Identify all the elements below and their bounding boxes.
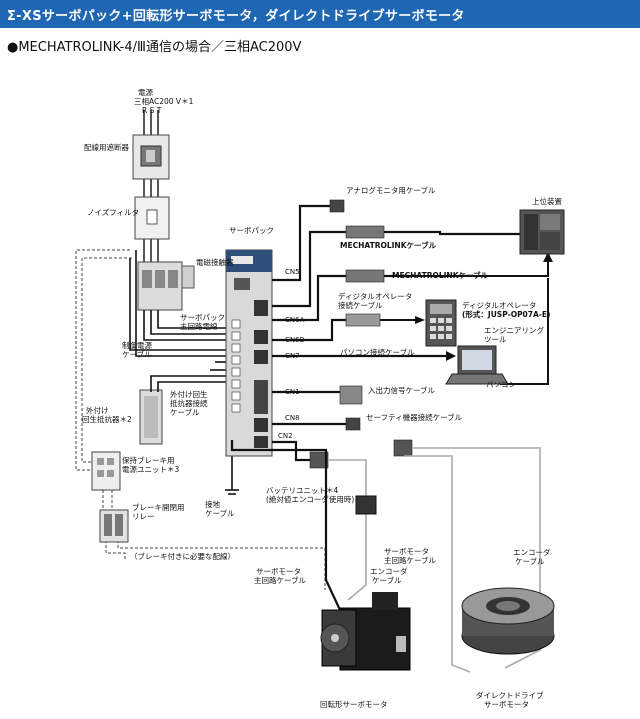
noise-filter-label: ノイズフィルタ [87,208,140,217]
connectors [309,199,413,469]
brake-power-unit [91,451,121,491]
page-subtitle: ●MECHATROLINK-4/Ⅲ通信の場合／三相AC200V [7,40,302,55]
ext-resistor-label-2: 回生抵抗器＊2 [82,415,132,424]
ext-resistor-cable-label-1: 外付け回生 [170,390,208,399]
direct-drive-motor [461,587,555,655]
main-cable-label-1: サーボパック [180,313,225,322]
servo-main-cable-label-2: 主回路ケーブル [254,576,307,585]
breaker [132,134,170,180]
port-cn1: CN1 [285,388,300,396]
port-cn6a: CN6A [285,316,305,324]
brake-note-label: （ブレーキ付きに必要な配線） [130,552,235,561]
digital-op-cable-label-2: 接続ケーブル [338,301,383,310]
mechatrolink-cable-label-1: MECHATROLINKケーブル [340,241,437,250]
motor-cables [328,447,541,673]
rotary-servo-motor [320,592,411,671]
brake-power-label-1: 保持ブレーキ用 [122,456,175,465]
rotary-motor-label: 回転形サーボモータ [320,700,388,709]
signal-cables [272,204,520,462]
ext-resistor-cable-label-2: 抵抗器接続 [170,399,208,408]
port-cn6b: CN6B [285,336,305,344]
servopack-power-cables [129,250,226,392]
main-circuit-cable [230,440,341,611]
encoder-cable-label-2: ケーブル [372,576,402,585]
digital-op-label-1: ディジタルオペレータ [462,301,537,310]
dd-motor-label-2: サーボモータ [484,700,529,709]
main-cable-label-2: 主回路電線 [180,322,218,331]
digital-operator [425,299,457,347]
dd-encoder-cable-label-2: ケーブル [515,557,545,566]
rst-label: R S T [142,106,162,115]
title-bar: Σ-XSサーボパック+回転形サーボモータ，ダイレクトドライブサーボモータ [0,0,640,28]
brake-relay-label-1: ブレーキ開閉用 [132,503,185,512]
power-label: 電源 [138,88,153,97]
ext-resistor-label-1: 外付け [86,406,109,415]
brake-relay [99,509,129,543]
ground-label-2: ケーブル [205,509,235,518]
safety-cable-label: セーフティ機器接続ケーブル [366,413,463,422]
battery-label-1: バッテリユニット＊4 [266,486,339,495]
brake-relay-label-2: リレー [132,512,155,521]
encoder-cable-label-1: エンコーダ [370,567,408,576]
dd-motor-label-1: ダイレクトドライブ [476,691,544,700]
power-spec-label: 三相AC200 V＊1 [134,97,194,106]
brake-power-label-2: 電源ユニット＊3 [122,465,180,474]
contactor-label: 電磁接触器 [196,258,234,267]
dd-main-cable-label-2: 主回路ケーブル [384,556,437,565]
noise-filter [134,196,170,240]
battery-unit [355,495,377,515]
control-power-label-1: 制御電源 [122,341,152,350]
host-controller [519,209,565,255]
ext-resistor-cable-label-3: ケーブル [170,408,200,417]
host-label: 上位装置 [532,197,562,206]
servopack-body [225,249,273,457]
servopack-label: サーボパック [229,226,274,235]
eng-tool-label-1: エンジニアリング [484,326,544,335]
eng-tool-label-2: ツール [484,335,507,344]
io-cable-label: 入出力信号ケーブル [368,386,436,395]
power-lines [143,110,159,262]
mechatrolink-cable-label-2: MECHATROLINKケーブル [392,271,489,280]
contactor [137,261,195,311]
breaker-label: 配線用遮断器 [84,143,129,152]
port-cn2: CN2 [278,432,293,440]
control-power-label-2: ケーブル [122,350,152,359]
digital-op-cable-label-1: ディジタルオペレータ [338,292,413,301]
external-regen-resistor [139,389,163,445]
laptop [445,345,509,385]
pc-cable-label: パソコン接続ケーブル [340,348,415,357]
battery-label-2: (絶対値エンコーダ使用時) [266,495,355,504]
port-cn5: CN5 [285,268,300,276]
dd-encoder-cable-label-1: エンコーダ [513,548,551,557]
digital-op-label-2: (形式：JUSP-OP07A-E) [462,310,551,319]
host-link-cables [410,258,549,385]
port-cn8: CN8 [285,414,300,422]
dd-main-cable-label-1: サーボモータ [384,547,429,556]
ground-label-1: 接地 [205,500,220,509]
pc-label: パソコン [486,380,516,389]
servo-main-cable-label-1: サーボモータ [256,567,301,576]
page-title: Σ-XSサーボパック+回転形サーボモータ，ダイレクトドライブサーボモータ [7,9,465,24]
analog-monitor-label: アナログモニタ用ケーブル [346,186,436,195]
port-cn7: CN7 [285,352,300,360]
